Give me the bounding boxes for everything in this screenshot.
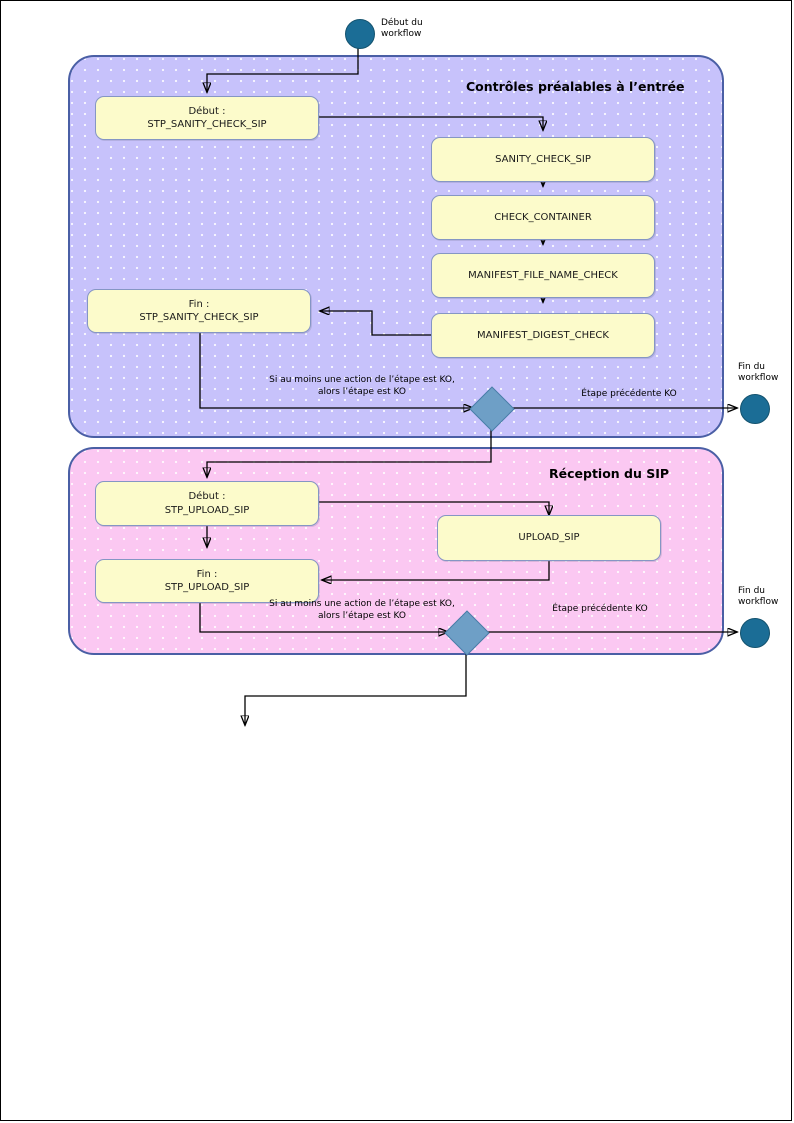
node-end-stp-sanity-check-sip[interactable]: Fin : STP_SANITY_CHECK_SIP	[87, 289, 311, 333]
end-terminator-label-reception: Fin du workflow	[738, 586, 778, 609]
node-check-container[interactable]: CHECK_CONTAINER	[431, 195, 655, 240]
edge-label-ko-condition-reception: Si au moins une action de l’étape est KO…	[269, 599, 455, 622]
end-terminator-icon-controls	[740, 394, 770, 424]
end-label-line1: Fin du	[738, 586, 766, 596]
edge-label-ko-exit-controls: Étape précédente KO	[581, 389, 677, 399]
node-line1: Début :	[188, 105, 226, 117]
node-begin-stp-upload-sip[interactable]: Début : STP_UPLOAD_SIP	[95, 481, 319, 526]
lane-reception-title: Réception du SIP	[549, 466, 670, 481]
node-label: SANITY_CHECK_SIP	[495, 153, 591, 165]
end-terminator-label-controls: Fin du workflow	[738, 362, 778, 385]
node-label: UPLOAD_SIP	[518, 532, 580, 544]
node-upload-sip[interactable]: UPLOAD_SIP	[437, 515, 661, 561]
lane-controls-title: Contrôles préalables à l’entrée	[466, 79, 685, 94]
node-line2: STP_SANITY_CHECK_SIP	[139, 312, 259, 323]
node-manifest-digest-check[interactable]: MANIFEST_DIGEST_CHECK	[431, 313, 655, 358]
start-terminator-label: Début du workflow	[381, 18, 423, 41]
end-label-line1: Fin du	[738, 362, 766, 372]
node-line1: Fin :	[196, 568, 218, 580]
node-line1: Fin :	[188, 298, 210, 310]
node-label: MANIFEST_DIGEST_CHECK	[477, 329, 609, 341]
start-terminator-icon	[345, 19, 375, 49]
start-label-line2: workflow	[381, 29, 422, 40]
node-end-stp-upload-sip[interactable]: Fin : STP_UPLOAD_SIP	[95, 559, 319, 603]
node-line2: STP_UPLOAD_SIP	[164, 582, 250, 593]
node-line2: STP_SANITY_CHECK_SIP	[147, 119, 267, 130]
node-label: MANIFEST_FILE_NAME_CHECK	[468, 269, 618, 281]
node-line2: STP_UPLOAD_SIP	[164, 504, 250, 516]
node-begin-stp-sanity-check-sip[interactable]: Début : STP_SANITY_CHECK_SIP	[95, 96, 319, 140]
edge-label-ko-condition-controls: Si au moins une action de l’étape est KO…	[269, 375, 455, 398]
edge-label-ko-exit-reception: Étape précédente KO	[552, 604, 648, 614]
start-label-line1: Début du	[381, 18, 423, 28]
node-manifest-file-name-check[interactable]: MANIFEST_FILE_NAME_CHECK	[431, 253, 655, 298]
node-label: CHECK_CONTAINER	[494, 211, 592, 223]
end-terminator-icon-reception	[740, 618, 770, 648]
end-label-line2: workflow	[738, 597, 779, 608]
node-line1: Début :	[188, 491, 226, 502]
end-label-line2: workflow	[738, 373, 779, 384]
node-sanity-check-sip[interactable]: SANITY_CHECK_SIP	[431, 137, 655, 182]
